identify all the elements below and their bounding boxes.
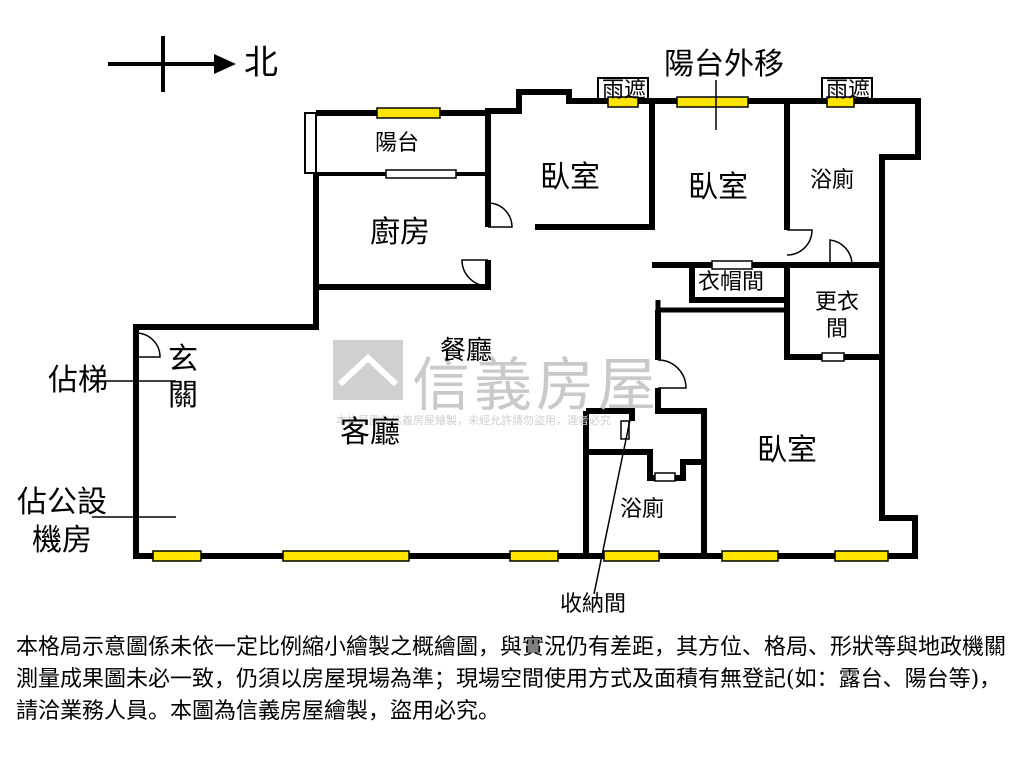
label-dining: 餐廳 (440, 336, 493, 366)
watermark-notice: 本格局圖為信義房屋繪製，未經允許請勿盜用，違者必究 (336, 414, 611, 427)
label-bedroom-2: 臥室 (688, 170, 748, 205)
label-bathroom-2: 浴廁 (620, 497, 665, 522)
label-wardrobe-hat: 衣帽間 (698, 270, 765, 295)
watermark-brand: 信義房屋 (412, 351, 661, 419)
label-kitchen: 廚房 (370, 215, 430, 250)
windows (152, 96, 889, 562)
label-canopy-2: 雨遮 (826, 78, 871, 103)
leader-lines (92, 80, 717, 595)
label-dressing-room: 更衣間 (814, 290, 859, 342)
watermark-logo-icon (333, 340, 403, 400)
label-balcony: 陽台 (375, 131, 420, 156)
label-living: 客廳 (340, 415, 400, 450)
label-balcony-move: 陽台外移 (664, 47, 784, 82)
label-bedroom-1: 臥室 (540, 160, 600, 195)
north-label: 北 (244, 43, 278, 83)
compass-arrow-icon (108, 36, 236, 92)
label-public-room: 佔公設機房 (17, 485, 107, 558)
sliding-doors (385, 169, 845, 482)
label-entrance: 玄關 (168, 342, 198, 413)
door-swings (135, 202, 853, 389)
label-bathroom-1: 浴廁 (810, 168, 855, 193)
walls (133, 89, 921, 559)
label-canopy-1: 雨遮 (602, 78, 647, 103)
label-stairs-share: 佔梯 (48, 363, 108, 398)
label-storage: 收納間 (560, 592, 627, 617)
disclaimer-text: 本格局示意圖係未依一定比例縮小繪製之概繪圖，與實況仍有差距，其方位、格局、形狀等… (16, 635, 1007, 724)
label-bedroom-3: 臥室 (757, 433, 817, 468)
